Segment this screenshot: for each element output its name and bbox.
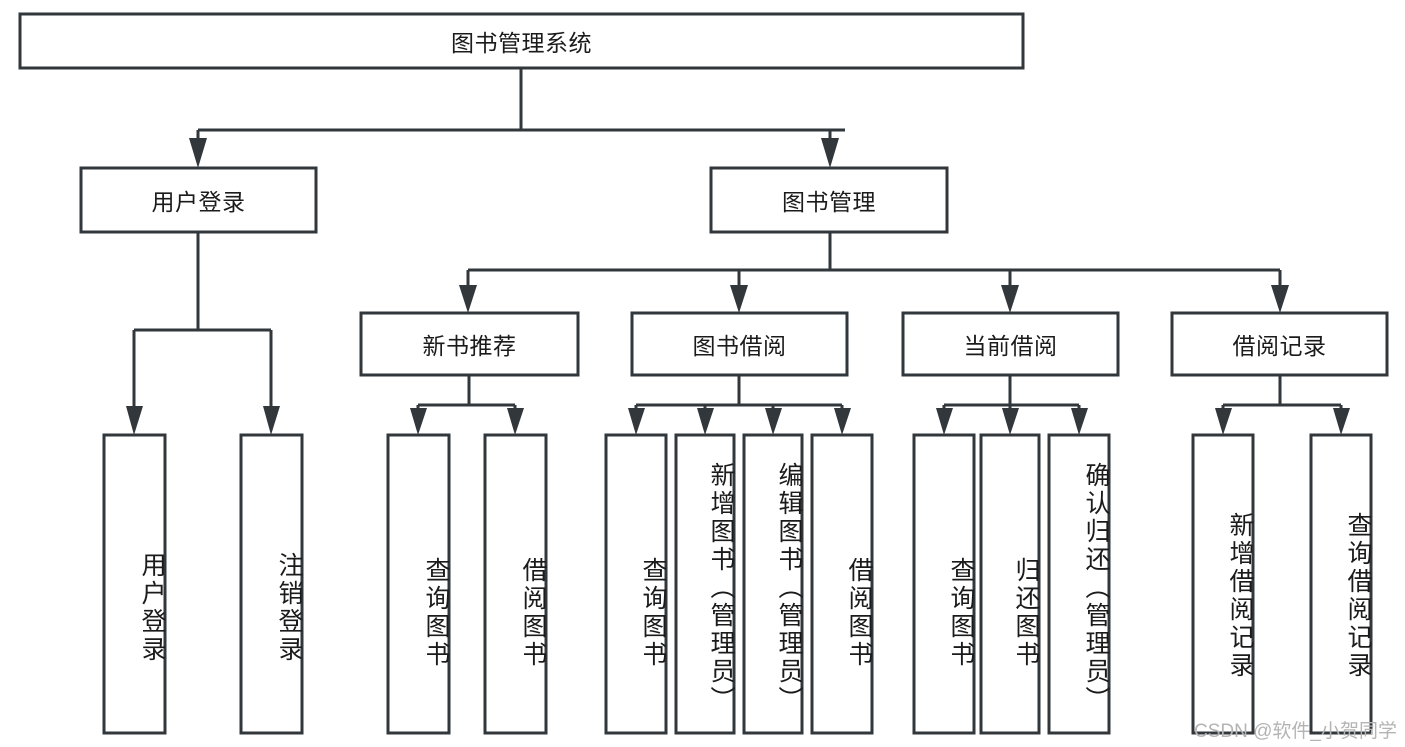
node-box-leaf-cb-return-book[interactable] [979, 433, 1041, 735]
connector-root-to-level2 [189, 68, 845, 168]
node-box-leaf-cb-confirm-return[interactable] [1047, 433, 1111, 735]
arrow-head-bb-leaf-3 [765, 408, 782, 435]
node-box-root[interactable] [18, 12, 1025, 70]
arrow-head-leaf-logout [263, 406, 280, 435]
connector-new-book-to-leaves [410, 375, 524, 435]
node-box-leaf-bb-add-book[interactable] [674, 433, 736, 735]
arrow-head-nb-leaf-2 [507, 408, 524, 435]
arrow-head-bb-leaf-1 [628, 408, 645, 435]
node-box-leaf-bb-edit-book[interactable] [742, 433, 804, 735]
node-box-current-borrow[interactable] [901, 311, 1120, 377]
arrow-head-borrow-record [1271, 285, 1289, 313]
node-box-leaf-br-add-record[interactable] [1191, 433, 1255, 735]
arrow-head-br-leaf-1 [1215, 408, 1232, 435]
node-box-leaf-br-query-record[interactable] [1309, 433, 1373, 735]
arrow-head-cb-leaf-3 [1071, 408, 1088, 435]
connector-current-borrow-to-leaves [936, 375, 1088, 435]
arrow-head-current-borrow [1001, 285, 1019, 313]
connector-user-login-to-leaves [126, 232, 280, 435]
arrow-head-leaf-user-login [126, 406, 143, 435]
arrow-head-nb-leaf-1 [410, 408, 427, 435]
arrow-head-bb-leaf-4 [834, 408, 851, 435]
connector-book-manage-to-level3 [459, 232, 1289, 313]
node-box-borrow-record[interactable] [1170, 311, 1389, 377]
connector-borrow-record-to-leaves [1215, 375, 1350, 435]
node-box-user-login[interactable] [79, 166, 318, 234]
arrow-head-new-book [459, 285, 477, 313]
watermark-text: CSDN @软件_小贺同学 [1194, 721, 1397, 742]
arrow-head-cb-leaf-1 [936, 408, 953, 435]
node-box-leaf-cb-query-book[interactable] [912, 433, 976, 735]
connector-book-borrow-to-leaves [628, 375, 851, 435]
node-box-leaf-bb-query-book[interactable] [604, 433, 668, 735]
arrow-head-bb-leaf-2 [697, 408, 714, 435]
node-box-book-borrow[interactable] [630, 311, 849, 377]
arrow-head-user-login [189, 138, 207, 168]
node-box-book-manage[interactable] [709, 166, 949, 234]
node-box-leaf-logout[interactable] [239, 433, 304, 735]
arrow-head-book-borrow [730, 285, 748, 313]
arrow-head-cb-leaf-2 [1002, 408, 1019, 435]
node-box-new-book-recommend[interactable] [359, 311, 580, 377]
arrow-head-br-leaf-2 [1333, 408, 1350, 435]
node-box-leaf-user-login[interactable] [102, 433, 167, 735]
arrow-head-book-manage [821, 138, 839, 168]
node-box-leaf-bb-borrow-book[interactable] [810, 433, 874, 735]
node-box-leaf-nb-query-book[interactable] [386, 433, 451, 735]
node-box-leaf-nb-borrow-book[interactable] [483, 433, 548, 735]
